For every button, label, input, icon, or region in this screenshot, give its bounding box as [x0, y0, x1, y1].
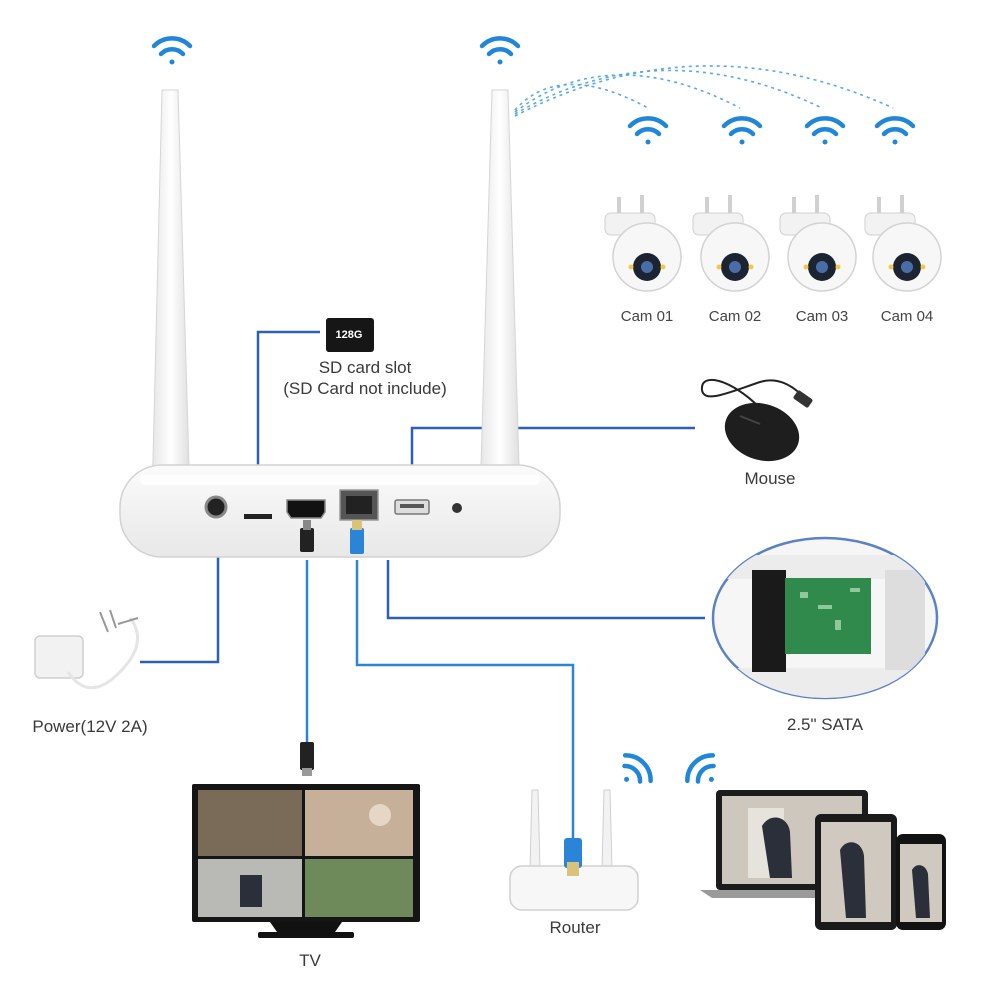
camera-label: Cam 01 [620, 308, 674, 325]
sata-label: 2.5" SATA [786, 715, 864, 734]
power-line [140, 525, 220, 664]
nvr-device [119, 89, 561, 776]
camera-label: Cam 02 [708, 308, 762, 325]
camera-label: Cam 03 [795, 308, 849, 325]
wireless-link-arcs [514, 65, 894, 117]
tv-device [192, 784, 420, 938]
sd-slot-note: (SD Card not include) [283, 379, 447, 398]
camera-4 [864, 195, 942, 292]
wifi-icon [479, 36, 521, 65]
sd-slot-line [256, 330, 320, 520]
ethernet-cable-plug [350, 520, 364, 554]
wifi-icon [721, 116, 763, 145]
power-label: Power(12V 2A) [32, 717, 148, 736]
sata-line [386, 560, 705, 620]
wifi-icon [874, 116, 916, 145]
connector-lines [140, 330, 705, 840]
mouse-device [700, 378, 813, 462]
wifi-icon [804, 116, 846, 145]
camera-3 [779, 195, 857, 292]
sd-slot-label: SD card slot [318, 358, 412, 377]
router-device [509, 789, 639, 911]
router-label: Router [549, 918, 601, 937]
camera-1 [604, 195, 682, 292]
hdmi-cable-end [300, 742, 314, 776]
wifi-icon [685, 753, 716, 784]
client-devices [700, 790, 946, 930]
reset-button [452, 503, 462, 513]
camera-2 [692, 195, 770, 292]
wifi-icon [627, 116, 669, 145]
sd-card-port [244, 514, 272, 519]
wifi-icon [151, 36, 193, 65]
hdmi-port [286, 499, 326, 519]
camera-label: Cam 04 [880, 308, 934, 325]
power-adapter [34, 609, 139, 690]
sd-card-capacity: 128G [326, 318, 372, 352]
antenna-left [151, 89, 191, 501]
dc-power-port [204, 495, 228, 519]
phone [896, 834, 946, 930]
router-line [355, 560, 575, 840]
tv-label: TV [299, 951, 321, 970]
camera-row [604, 195, 942, 292]
mouse-label: Mouse [744, 469, 796, 488]
antenna-right [479, 89, 521, 501]
hdmi-cable-plug [300, 520, 314, 552]
sata-bay [711, 536, 939, 700]
tablet [815, 814, 897, 930]
wifi-icon [622, 753, 653, 784]
